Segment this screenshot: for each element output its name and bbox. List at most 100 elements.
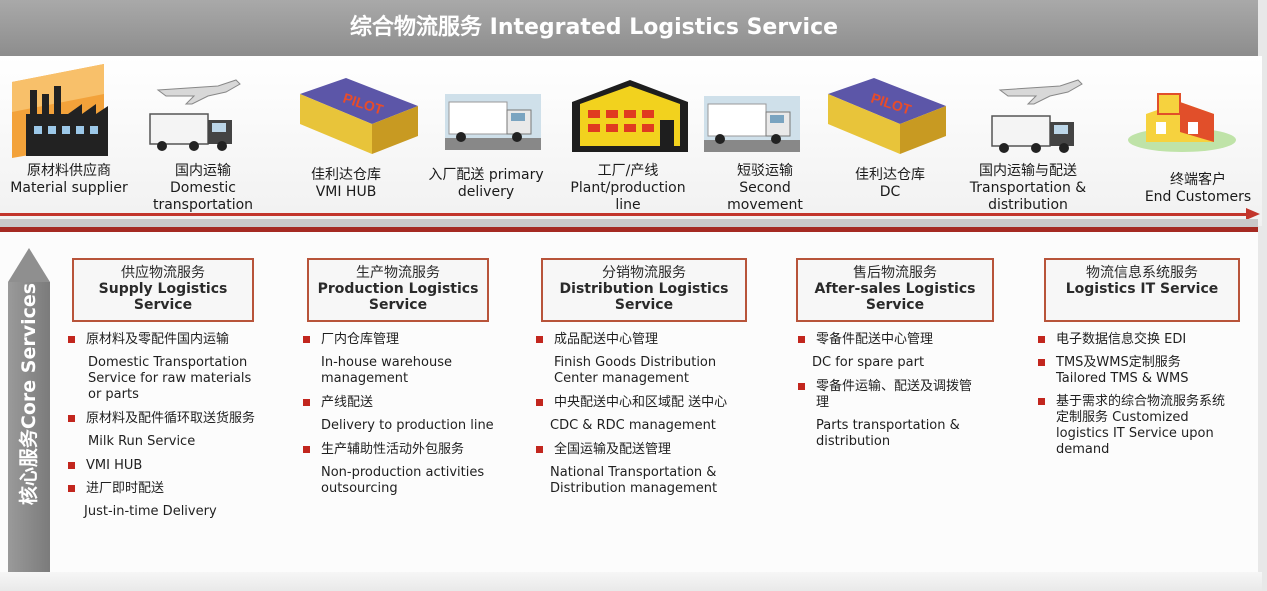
bullet-icon: [68, 336, 75, 343]
stage-label-en: Material supplier: [10, 180, 128, 196]
list-item-en: Just-in-time Delivery: [84, 504, 217, 519]
stage-label-en: Transportation & distribution: [969, 180, 1087, 213]
service-title-cn: 物流信息系统服务: [1086, 265, 1198, 281]
list-item: 产线配送: [303, 395, 503, 411]
stage-label-end-customers: 终端客户 End Customers: [1134, 172, 1262, 206]
service-box-production: 生产物流服务 Production Logistics Service: [307, 258, 489, 322]
bullet-icon: [303, 336, 310, 343]
stage-label-cn: 终端客户: [1170, 172, 1226, 188]
service-title-en: After-sales Logistics: [814, 281, 976, 297]
list-item: 原材料及配件循环取送货服务: [68, 411, 268, 427]
stage-label-cn: 国内运输: [175, 163, 231, 179]
stage-label-domestic-transportation: 国内运输 Domestic transportation: [138, 163, 268, 214]
list-item: 零备件运输、配送及调拨管理: [798, 379, 984, 411]
list-item-en: Non-production activities outsourcing: [321, 465, 485, 496]
truck-icon: [445, 94, 541, 150]
factory-icon: [12, 64, 108, 158]
list-item: 原材料及零配件国内运输: [68, 332, 268, 348]
stage-label-en: Domestic transportation: [152, 180, 254, 213]
warehouse-box-icon: PILOT: [828, 78, 946, 154]
stage-label-cn: 入厂配送 primary: [428, 167, 544, 183]
service-title-en: Distribution Logistics: [559, 281, 729, 297]
list-item: 成品配送中心管理: [536, 332, 746, 348]
core-services-sidebar: 核心服务Core Services: [8, 248, 50, 572]
stage-label-cn: 工厂/产线: [597, 163, 659, 179]
service-title-en: Logistics IT Service: [1065, 281, 1219, 297]
stage-label-cn: 佳利达仓库: [311, 167, 381, 183]
stage-label-transportation-distribution: 国内运输与配送 Transportation & distribution: [958, 163, 1098, 214]
list-item-en: CDC & RDC management: [550, 418, 716, 433]
service-list-production: 厂内仓库管理 In-house warehouse management 产线配…: [303, 332, 503, 505]
stage-label-cn: 原材料供应商: [27, 163, 111, 179]
list-item: TMS及WMS定制服务 Tailored TMS & WMS: [1038, 355, 1218, 387]
list-item-en: National Transportation & Distribution m…: [550, 465, 718, 496]
plane-truck-icon: [149, 79, 241, 151]
bullet-icon: [536, 336, 543, 343]
service-title-en: Service: [614, 297, 674, 313]
stage-label-en: End Customers: [1144, 189, 1252, 205]
service-title-cn: 供应物流服务: [121, 265, 205, 281]
bullet-icon: [798, 336, 805, 343]
service-list-it: 电子数据信息交换 EDI TMS及WMS定制服务 Tailored TMS & …: [1038, 332, 1238, 465]
truck-icon: [704, 96, 800, 152]
service-title-en: Service: [368, 297, 428, 313]
service-title-cn: 生产物流服务: [356, 265, 440, 281]
stage-label-cn: 佳利达仓库: [855, 167, 925, 183]
list-item-en: In-house warehouse management: [321, 355, 452, 386]
stage-label-vmi-hub: 佳利达仓库 VMI HUB: [286, 167, 406, 201]
core-services-label: 核心服务Core Services: [18, 282, 40, 506]
list-item: 厂内仓库管理: [303, 332, 503, 348]
list-item: VMI HUB: [68, 458, 268, 474]
bullet-icon: [68, 462, 75, 469]
list-item: 生产辅助性活动外包服务: [303, 442, 503, 458]
list-item-en: Delivery to production line: [321, 418, 494, 433]
list-item-en: Parts transportation & distribution: [816, 418, 960, 449]
logistics-flow: PILOT PILOT: [0, 56, 1262, 226]
stage-label-material-supplier: 原材料供应商 Material supplier: [0, 163, 138, 197]
sidebar-body: [8, 282, 50, 572]
list-item: 电子数据信息交换 EDI: [1038, 332, 1238, 348]
stage-label-dc: 佳利达仓库 DC: [830, 167, 950, 201]
stage-label-second-movement: 短驳运输 Second movement: [708, 163, 822, 214]
stage-label-en: DC: [879, 184, 901, 200]
list-item: 全国运输及配送管理: [536, 442, 746, 458]
stage-label-cn: 短驳运输: [737, 163, 793, 179]
bottom-band: [0, 572, 1262, 591]
list-item-en: DC for spare part: [812, 355, 925, 370]
divider-red: [0, 227, 1258, 232]
warehouse-box-icon: PILOT: [300, 78, 418, 154]
divider-gray: [0, 219, 1258, 227]
service-title-en: Supply Logistics: [98, 281, 228, 297]
service-box-it: 物流信息系统服务 Logistics IT Service: [1044, 258, 1240, 322]
store-icon: [1128, 93, 1236, 152]
service-box-supply: 供应物流服务 Supply Logistics Service: [72, 258, 254, 322]
bullet-icon: [1038, 359, 1045, 366]
service-title-en: Service: [133, 297, 193, 313]
list-item-en: Milk Run Service: [88, 434, 196, 449]
stage-label-en: Plant/production line: [570, 180, 686, 213]
list-item-en: Domestic Transportation Service for raw …: [88, 355, 252, 402]
plant-building-icon: [572, 80, 688, 152]
stage-label-cn: 国内运输与配送: [979, 163, 1077, 179]
stage-label-en: VMI HUB: [315, 184, 377, 200]
list-item: 零备件配送中心管理: [798, 332, 994, 348]
list-item: 中央配送中心和区域配 送中心: [536, 395, 746, 411]
stage-label-plant-production: 工厂/产线 Plant/production line: [562, 163, 694, 214]
service-title-cn: 售后物流服务: [853, 265, 937, 281]
service-title-cn: 分销物流服务: [602, 265, 686, 281]
bullet-icon: [536, 446, 543, 453]
service-list-supply: 原材料及零配件国内运输 Domestic Transportation Serv…: [68, 332, 268, 528]
stage-label-en: Second movement: [727, 180, 803, 213]
service-title-en: Service: [865, 297, 925, 313]
header-banner: 综合物流服务 Integrated Logistics Service: [0, 0, 1258, 56]
bullet-icon: [798, 383, 805, 390]
stage-label-en: delivery: [457, 184, 515, 200]
flow-arrow-head: [1246, 208, 1260, 220]
service-title-en: Production Logistics: [317, 281, 479, 297]
service-list-distribution: 成品配送中心管理 Finish Goods Distribution Cente…: [536, 332, 746, 505]
bullet-icon: [303, 446, 310, 453]
bullet-icon: [1038, 398, 1045, 405]
bullet-icon: [68, 415, 75, 422]
right-edge: [1258, 0, 1267, 591]
service-list-after-sales: 零备件配送中心管理 DC for spare part 零备件运输、配送及调拨管…: [798, 332, 994, 458]
